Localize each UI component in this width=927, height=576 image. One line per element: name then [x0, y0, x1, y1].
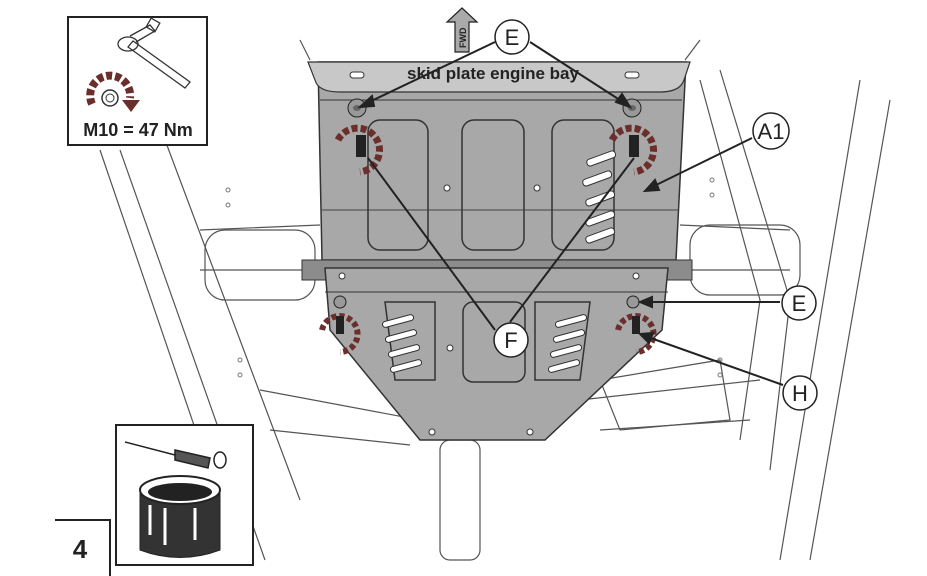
step-number: 4 [73, 534, 88, 564]
svg-text:A1: A1 [758, 119, 785, 144]
torque-spec-box: M10 = 47 Nm [67, 16, 208, 146]
torque-spec-label: M10 = 47 Nm [83, 120, 193, 140]
svg-text:E: E [505, 25, 520, 50]
skid-plate-lower [324, 267, 669, 441]
ratchet-wrench-icon [117, 17, 191, 89]
fwd-label: FWD [458, 27, 468, 48]
washer-e-left [347, 98, 367, 118]
callout-e-top: E [494, 19, 530, 55]
callout-h: H [782, 375, 818, 411]
bolt-lower-left [319, 313, 361, 355]
callout-e-right: E [781, 285, 817, 321]
bolt-h-right [615, 313, 657, 355]
paint-can-icon [139, 475, 221, 558]
svg-text:E: E [792, 291, 807, 316]
frame-holes [225, 177, 723, 378]
svg-text:H: H [792, 381, 808, 406]
svg-text:F: F [504, 328, 517, 353]
torque-rotation-icon [86, 71, 140, 112]
bolt-f-left [334, 124, 383, 176]
callout-a1: A1 [752, 112, 790, 150]
paint-touchup-box [115, 424, 254, 566]
fwd-arrow-icon: FWD [445, 7, 479, 53]
plate-label: skid plate engine bay [407, 64, 579, 83]
paint-brush-icon [124, 441, 227, 469]
step-number-box: 4 [55, 519, 111, 576]
callout-f: F [493, 322, 529, 358]
leader-lines [357, 41, 784, 386]
bolt-f-right [608, 124, 657, 176]
